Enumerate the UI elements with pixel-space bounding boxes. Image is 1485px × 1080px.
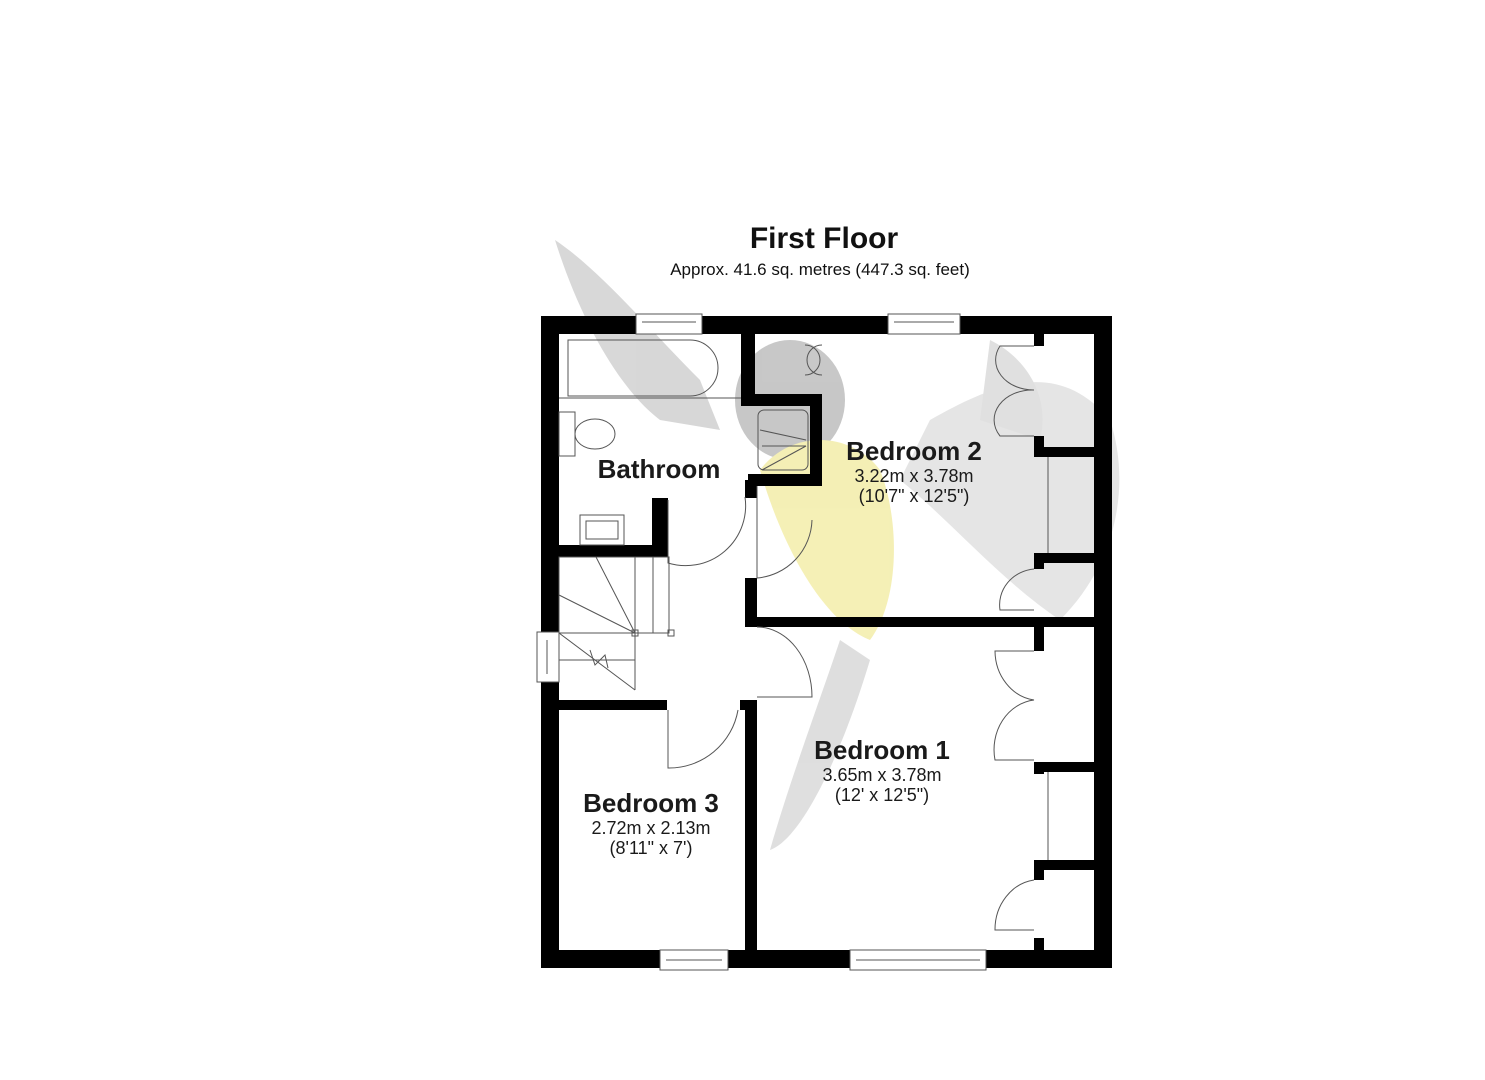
room-name: Bedroom 3	[583, 788, 719, 818]
room-metric: 2.72m x 2.13m	[591, 818, 711, 839]
windows	[536, 313, 987, 971]
room-bathroom: Bathroom	[585, 454, 733, 484]
interior-walls	[559, 334, 1094, 952]
floor-area: Approx. 41.6 sq. metres (447.3 sq. feet)	[670, 260, 970, 279]
room-imperial: (8'11" x 7')	[609, 838, 693, 859]
floor-title: First Floor	[749, 222, 899, 255]
room-metric: 3.65m x 3.78m	[822, 765, 942, 786]
room-name: Bathroom	[597, 454, 721, 484]
room-imperial: (10'7" x 12'5")	[858, 486, 970, 507]
room-imperial: (12' x 12'5")	[834, 785, 930, 806]
fixtures	[558, 339, 1049, 931]
room-metric: 3.22m x 3.78m	[854, 466, 974, 487]
room-bedroom-1: Bedroom 1 3.65m x 3.78m (12' x 12'5")	[794, 735, 970, 806]
room-bedroom-2: Bedroom 2 3.22m x 3.78m (10'7" x 12'5")	[816, 436, 1012, 507]
room-name: Bedroom 1	[814, 735, 950, 765]
room-name: Bedroom 2	[846, 436, 982, 466]
room-bedroom-3: Bedroom 3 2.72m x 2.13m (8'11" x 7')	[563, 788, 739, 859]
